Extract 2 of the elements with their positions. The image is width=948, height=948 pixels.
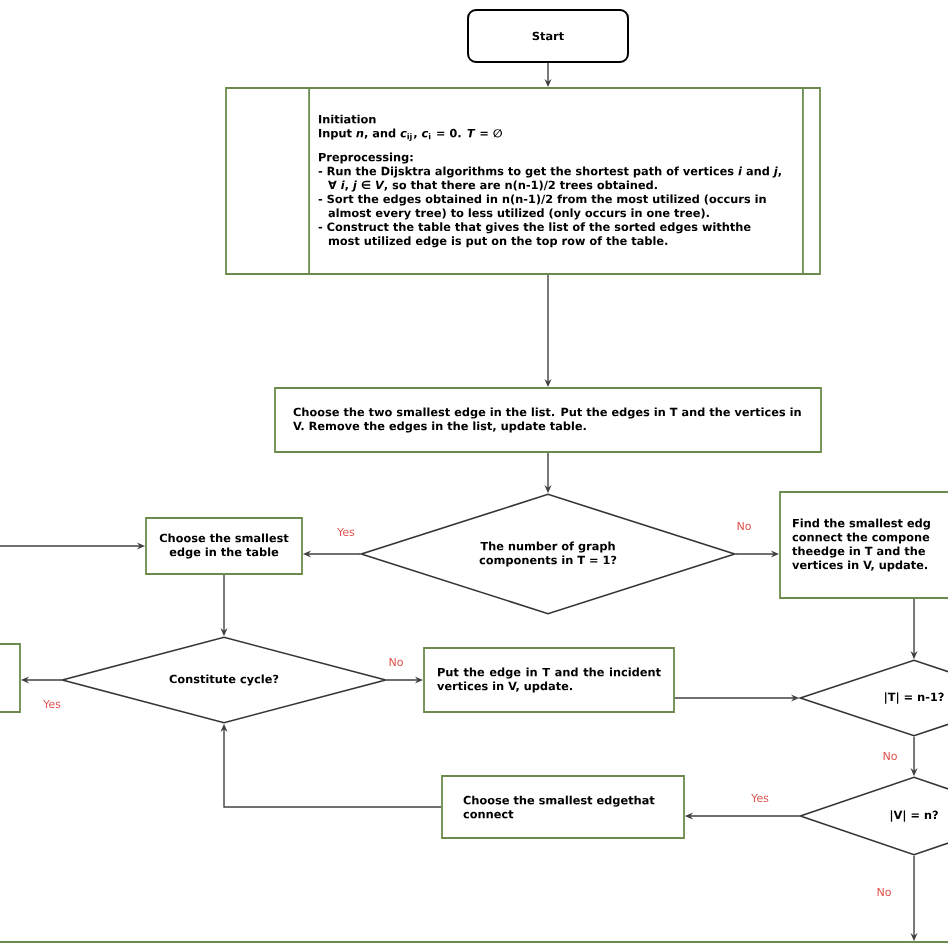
process-box [0, 941, 948, 948]
process-box [0, 643, 21, 713]
